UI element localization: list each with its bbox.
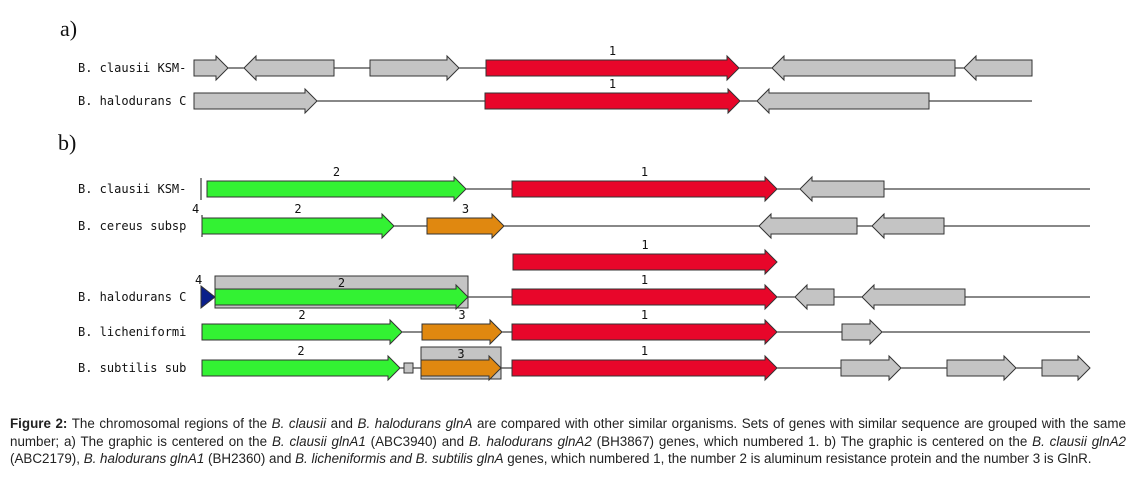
caption-figure-label: Figure 2: bbox=[10, 416, 68, 431]
gene-group-number: 2 bbox=[338, 276, 345, 290]
gene-arrow bbox=[794, 283, 835, 311]
gene-arrow bbox=[484, 87, 741, 115]
gene-arrow bbox=[511, 283, 778, 311]
gene-arrow bbox=[758, 212, 858, 240]
organism-label: B. subtilis sub bbox=[78, 361, 186, 375]
caption-segment: genes, which numbered 1, the number 2 is… bbox=[503, 451, 1092, 467]
gene-rows: B. clausii KSM-1B. halodurans C1B. claus… bbox=[78, 44, 1091, 382]
gene-arrow bbox=[206, 175, 467, 203]
gene-group-number: 4 bbox=[195, 273, 202, 287]
gene-arrow bbox=[799, 175, 885, 203]
caption-segment: (BH2360) and bbox=[204, 451, 296, 467]
gene-arrow bbox=[426, 212, 505, 240]
gene-arrow bbox=[193, 87, 318, 115]
gene-arrow bbox=[243, 54, 335, 82]
gene-group-number: 1 bbox=[641, 273, 648, 287]
panel-a-label: a) bbox=[60, 16, 77, 41]
gene-arrow bbox=[201, 318, 403, 346]
caption-italic-term: B. clausii glnA2 bbox=[1032, 433, 1126, 449]
gene-row: B. subtilis sub 2 3 1 bbox=[78, 344, 1091, 382]
gene-group-number: 2 bbox=[298, 308, 305, 322]
gene-row: B. halodurans C 1 bbox=[78, 77, 1032, 115]
gene-row: B. clausii KSM- 2 1 bbox=[78, 165, 1090, 203]
gene-group-number: 1 bbox=[641, 238, 648, 252]
caption-segment: (BH3867) genes, which numbered 1. b) The… bbox=[591, 433, 1033, 449]
gene-group-number: 2 bbox=[333, 165, 340, 179]
gene-arrow bbox=[511, 175, 778, 203]
gene-row: B. licheniformi 2 3 1 bbox=[78, 308, 1090, 346]
gene-group-number: 1 bbox=[641, 308, 648, 322]
organism-label: B. halodurans C bbox=[78, 94, 186, 108]
caption-segment: (ABC3940) and bbox=[365, 433, 469, 449]
gene-arrow bbox=[841, 318, 883, 346]
caption-italic-term: B. clausii bbox=[271, 416, 327, 431]
gene-group-number: 3 bbox=[462, 202, 469, 216]
organism-label: B. licheniformi bbox=[78, 325, 186, 339]
gene-group-number: 1 bbox=[641, 165, 648, 179]
gene-row: B. clausii KSM- 1 bbox=[78, 44, 1033, 82]
gene-arrow bbox=[511, 318, 778, 346]
gene-arrow bbox=[214, 283, 469, 311]
gene-group-number: 3 bbox=[458, 308, 465, 322]
organism-label: B. halodurans C bbox=[78, 290, 186, 304]
gene-group-number: 2 bbox=[294, 202, 301, 216]
gene-arrow bbox=[861, 283, 966, 311]
caption-segment: (ABC2179), bbox=[10, 451, 84, 467]
organism-label: B. clausii KSM- bbox=[78, 182, 186, 196]
gene-group-number: 4 bbox=[192, 202, 199, 216]
gene-group-number: 3 bbox=[457, 347, 464, 361]
gene-arrow bbox=[756, 87, 930, 115]
panel-b-label: b) bbox=[58, 130, 76, 155]
gene-arrow bbox=[420, 354, 502, 382]
caption-segment: and bbox=[326, 416, 358, 431]
gene-arrow bbox=[771, 54, 956, 82]
gene-arrow bbox=[201, 212, 395, 240]
gene-group-number: 2 bbox=[297, 344, 304, 358]
gene-arrow bbox=[1041, 354, 1091, 382]
gene-arrow bbox=[369, 54, 460, 82]
caption-segment: are compared with other similar organism… bbox=[10, 416, 1126, 449]
gene-arrow bbox=[871, 212, 945, 240]
organism-label: B. cereus subsp bbox=[78, 219, 186, 233]
organism-label: B. clausii KSM- bbox=[78, 61, 186, 75]
gene-arrow bbox=[421, 318, 503, 346]
figure-caption: Figure 2: The chromosomal regions of the… bbox=[10, 415, 1126, 468]
gene-group-number: 1 bbox=[609, 44, 616, 58]
gene-row: B. cereus subsp 2 4 3 bbox=[78, 202, 1090, 240]
gene-arrow bbox=[201, 354, 401, 382]
gene-arrow bbox=[485, 54, 740, 82]
caption-italic-term: B. clausii glnA1 bbox=[271, 433, 366, 449]
gene-arrow bbox=[511, 354, 778, 382]
gene-row: B. halodurans C 4 2 1 bbox=[78, 273, 1090, 311]
caption-text: The chromosomal regions of the B. clausi… bbox=[10, 416, 1126, 466]
gene-arrow bbox=[840, 354, 902, 382]
gene-row: 1 bbox=[512, 238, 778, 276]
caption-italic-term: B. licheniformis and B. subtilis glnA bbox=[295, 451, 504, 467]
gene-arrow bbox=[946, 354, 1017, 382]
gene-arrow bbox=[193, 54, 229, 82]
gene-arrow bbox=[200, 284, 216, 310]
gene-arrow bbox=[963, 54, 1033, 82]
gene-group-number: 1 bbox=[609, 77, 616, 91]
caption-segment: The chromosomal regions of the bbox=[67, 416, 272, 431]
gene-arrow bbox=[512, 248, 778, 276]
gene-neighborhood-figure: a) b) B. clausii KSM-1B. halodurans C1B.… bbox=[58, 16, 1091, 382]
caption-italic-term: B. halodurans glnA2 bbox=[468, 433, 592, 449]
small-gene-box bbox=[403, 362, 414, 374]
caption-italic-term: B. halodurans glnA1 bbox=[83, 451, 205, 467]
caption-italic-term: B. halodurans glnA bbox=[357, 416, 473, 431]
gene-group-number: 1 bbox=[641, 344, 648, 358]
